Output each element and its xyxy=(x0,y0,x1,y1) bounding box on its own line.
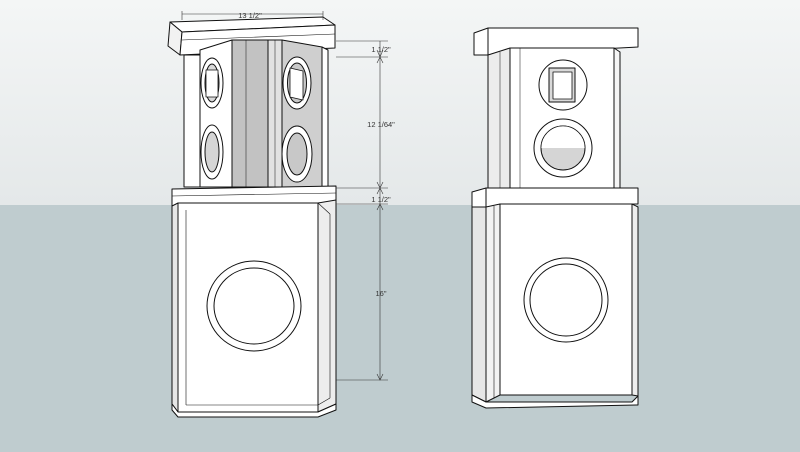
left-speaker-cabinet[interactable] xyxy=(167,16,337,418)
right-speaker-cabinet[interactable] xyxy=(471,27,639,409)
dim-lid-top-label: 1 1/2" xyxy=(371,45,391,54)
dim-lower-height-label: 16" xyxy=(375,289,386,298)
dim-width-label: 13 1/2" xyxy=(238,11,262,20)
dimension-labels: 13 1/2" 1 1/2" 12 1/64" 1 1/2" 16" xyxy=(238,11,395,298)
right-lower-module xyxy=(471,203,639,409)
right-upper-module xyxy=(487,47,621,189)
front-woofer-cone xyxy=(529,263,603,337)
dim-upper-height-label: 12 1/64" xyxy=(367,120,395,129)
left-upper-module xyxy=(183,39,329,188)
left-lower-module xyxy=(171,199,337,418)
left-woofer-cone xyxy=(213,267,295,345)
sky-background xyxy=(0,0,800,205)
dimension-annotations xyxy=(181,11,388,381)
ground-background xyxy=(0,205,800,452)
dim-lid-middle-label: 1 1/2" xyxy=(371,195,391,204)
